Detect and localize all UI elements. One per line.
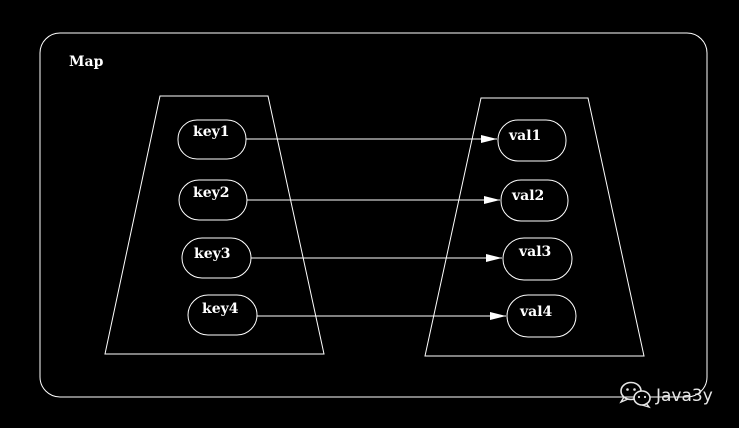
- value-node: val1: [497, 119, 567, 162]
- map-title: Map: [69, 54, 104, 70]
- value-node: val3: [502, 237, 573, 281]
- value-label: val1: [508, 128, 541, 144]
- key-node: key2: [178, 179, 248, 221]
- value-label: val2: [511, 188, 544, 204]
- key-label: key2: [193, 185, 229, 201]
- value-node: val4: [506, 294, 577, 338]
- key-label: key4: [202, 301, 239, 317]
- value-set-trapezoid: [424, 97, 645, 357]
- key-label: key1: [193, 124, 229, 140]
- key-label: key3: [194, 246, 230, 262]
- key-node: key3: [181, 237, 252, 279]
- key-node: key4: [187, 294, 258, 336]
- map-container: [39, 32, 708, 398]
- wechat-icon: [619, 381, 651, 409]
- value-label: val4: [519, 304, 553, 320]
- value-label: val3: [518, 244, 551, 260]
- watermark-text: Java3y: [655, 386, 713, 406]
- key-set-trapezoid: [104, 95, 325, 355]
- key-node: key1: [177, 119, 247, 160]
- value-node: val2: [500, 179, 569, 222]
